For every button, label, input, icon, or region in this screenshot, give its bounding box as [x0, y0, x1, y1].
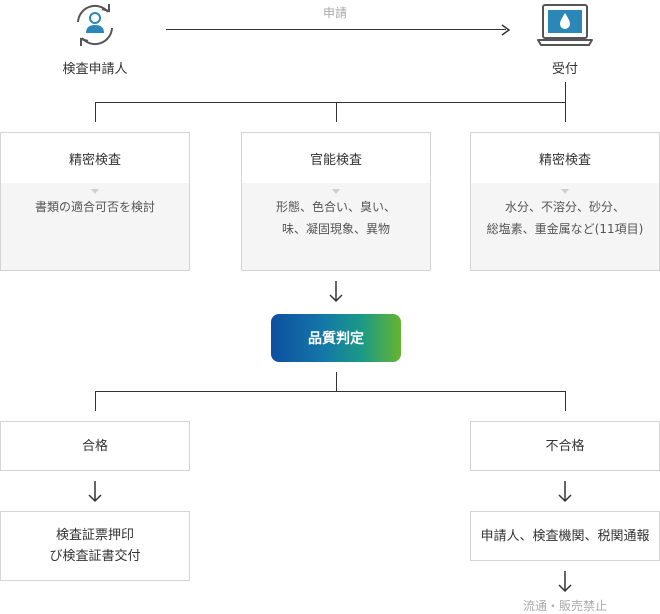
- connector-line: [95, 391, 96, 411]
- laptop-water-drop-icon: [537, 4, 593, 46]
- triangle-down-icon: [91, 189, 99, 194]
- pass-result-line: 検査証票押印: [55, 528, 134, 543]
- connector-line: [95, 102, 566, 103]
- connector-line: [336, 372, 337, 392]
- triangle-down-icon: [561, 189, 569, 194]
- arrow-down-icon: [558, 571, 572, 593]
- inspection-box-sensory: 官能検査 形態、色合い、臭い、 味、凝固現象、異物: [241, 132, 431, 271]
- arrow-right-icon: [501, 24, 511, 36]
- person-cycle-icon: [77, 4, 113, 46]
- fail-result-label: 申請人、検査機関、税関通報: [480, 528, 650, 544]
- connector-line: [565, 391, 566, 411]
- inspection-detail: 総塩素、重金属など(11項目): [486, 222, 644, 236]
- final-outcome-label: 流通・販売禁止: [522, 599, 607, 613]
- pass-label: 合格: [81, 438, 108, 454]
- connector-line: [565, 82, 566, 102]
- inspection-detail: 書類の適合可否を検討: [34, 200, 155, 214]
- inspection-detail: 形態、色合い、臭い、: [275, 200, 396, 214]
- arrow-down-icon: [88, 481, 102, 503]
- pass-box: 合格: [0, 421, 190, 471]
- request-label: 申請: [322, 6, 347, 20]
- pass-result-box: 検査証票押印 び検査証書交付: [0, 511, 190, 581]
- connector-line: [336, 102, 337, 122]
- request-arrow: [166, 29, 506, 30]
- inspection-title: 精密検査: [471, 133, 659, 184]
- connector-line: [95, 102, 96, 122]
- fail-label: 不合格: [545, 438, 585, 454]
- inspection-title: 精密検査: [1, 133, 189, 184]
- inspection-detail: 水分、不溶分、砂分、: [504, 200, 625, 214]
- arrow-down-icon: [558, 481, 572, 503]
- reception-label: 受付: [551, 62, 578, 77]
- applicant-label: 検査申請人: [62, 62, 128, 77]
- connector-line: [565, 102, 566, 122]
- inspection-box-precision-chem: 精密検査 水分、不溶分、砂分、 総塩素、重金属など(11項目): [470, 132, 660, 271]
- quality-judgement-label: 品質判定: [308, 331, 364, 347]
- quality-judgement-box: 品質判定: [271, 314, 401, 362]
- inspection-box-precision-docs: 精密検査 書類の適合可否を検討: [0, 132, 190, 271]
- triangle-down-icon: [332, 189, 340, 194]
- inspection-title: 官能検査: [242, 133, 430, 184]
- fail-box: 不合格: [470, 421, 660, 471]
- pass-result-line: び検査証書交付: [49, 549, 141, 564]
- fail-result-box: 申請人、検査機関、税関通報: [470, 511, 660, 561]
- inspection-detail: 味、凝固現象、異物: [281, 222, 390, 236]
- connector-line: [95, 391, 566, 392]
- arrow-down-icon: [329, 281, 343, 303]
